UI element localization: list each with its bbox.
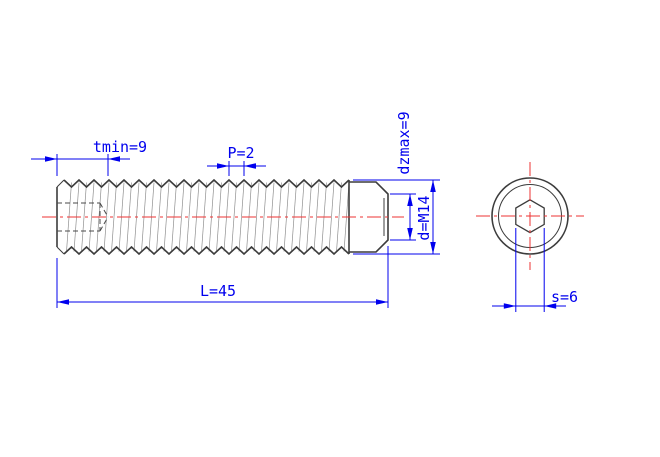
dim-label-length: L=45 [200, 282, 236, 300]
dim-label-dzmax: dzmax=9 [395, 111, 413, 174]
dimension-pitch: P=2 [207, 144, 266, 176]
thread-bottom-profile [63, 245, 350, 256]
end-view [476, 162, 584, 270]
dimension-socket-width: s=6 [492, 228, 578, 312]
dim-label-diameter: d=M14 [415, 195, 433, 240]
dim-label-pitch: P=2 [227, 144, 254, 162]
extension-lines [353, 179, 440, 255]
dimension-tmin: tmin=9 [31, 138, 147, 176]
extension-lines [56, 154, 109, 176]
endview-outer-circle [491, 177, 569, 255]
dimension-diameter: d=M14 [353, 179, 440, 255]
thread-top-profile [63, 178, 350, 189]
dimension-dzmax: dzmax=9 [390, 111, 416, 241]
extension-lines [228, 161, 245, 176]
extension-lines [515, 228, 545, 312]
thread-chamfer-lines [56, 179, 65, 255]
dim-label-socket-width: s=6 [551, 288, 578, 306]
thread-flank-lines [66, 182, 350, 252]
side-view [42, 178, 404, 256]
dimension-length: L=45 [56, 246, 389, 308]
dim-label-tmin: tmin=9 [93, 138, 147, 156]
